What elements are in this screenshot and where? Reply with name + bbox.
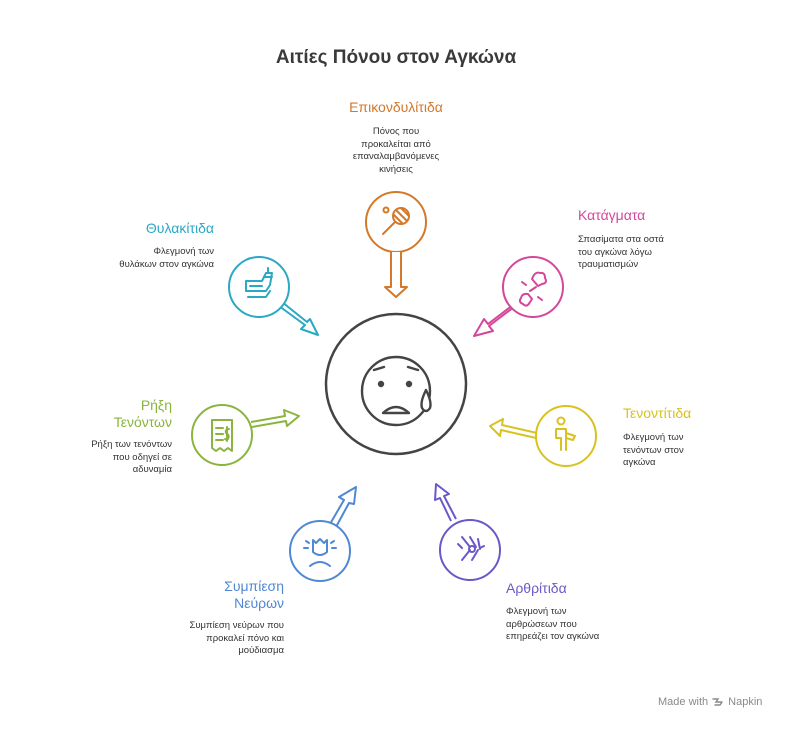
stressed-person-icon (303, 538, 337, 567)
heading-rupture: Ρήξη Τενόντων (113, 397, 172, 430)
cause-node-rupture (191, 404, 300, 466)
desc-line: αγκώνα (623, 457, 656, 468)
heading-epicondylitis: Επικονδυλίτιδα (349, 99, 443, 115)
desc-line: αδυναμία (132, 464, 172, 475)
page-title: Αιτίες Πόνου στον Αγκώνα (275, 47, 517, 68)
desc-line: Φλεγμονή των (153, 246, 214, 257)
elbow-joint-icon (245, 267, 273, 298)
cause-node-arthritis (434, 483, 501, 581)
desc-line: Σπασίματα στα οστά (578, 234, 664, 245)
desc-line: Φλεγμονή των (506, 606, 567, 617)
desc-line: Φλεγμονή των (623, 432, 684, 443)
desc-line: θυλάκων στον αγκώνα (119, 258, 214, 270)
desc-line: τραυματισμών (578, 259, 639, 270)
desc-line: που οδηγεί σε (112, 451, 172, 463)
desc-line: μούδιασμα (238, 645, 284, 656)
heading-fractures: Κατάγματα (578, 207, 646, 223)
desc-epicondylitis: Πόνος που προκαλείται από επαναλαμβανόμε… (316, 126, 476, 176)
napkin-logo-icon (712, 698, 723, 706)
desc-line: του αγκώνα λόγω (578, 246, 652, 258)
desc-fractures: Σπασίματα στα οστά του αγκώνα λόγω τραυμ… (578, 234, 738, 272)
desc-line: αρθρώσεων που (506, 618, 577, 630)
desc-line: προκαλείται από (361, 138, 431, 150)
desc-line: Συμπίεση νεύρων που (189, 620, 284, 631)
napkin-brand: Napkin (728, 696, 763, 708)
desc-tendinitis: Φλεγμονή των τενόντων στον αγκώνα (623, 432, 773, 470)
desc-arthritis: Φλεγμονή των αρθρώσεων που επηρεάζει τον… (506, 606, 666, 644)
desc-line: Ρήξη των τενόντων (91, 439, 172, 450)
desc-nerve: Συμπίεση νεύρων που προκαλεί πόνο και μο… (124, 620, 284, 658)
heading-arthritis: Αρθρίτιδα (506, 580, 567, 596)
arm-pain-icon (555, 416, 576, 451)
receipt-icon (211, 419, 233, 452)
heading-bursitis: Θυλακίτιδα (145, 220, 214, 236)
broken-bone-icon (518, 271, 547, 307)
desc-line: κινήσεις (379, 163, 413, 175)
desc-line: τενόντων στον (623, 444, 684, 456)
cause-node-fractures (473, 256, 564, 337)
desc-line: Πόνος που (372, 126, 420, 137)
cause-node-epicondylitis (365, 191, 427, 298)
desc-line: προκαλεί πόνο και (206, 632, 284, 644)
footer-attribution[interactable]: Made with Napkin (658, 696, 762, 708)
center-circle (324, 312, 468, 456)
heading-tendinitis: Τενοντίτιδα (623, 405, 692, 421)
tennis-racket-icon (382, 206, 410, 235)
desc-line: επαναλαμβανόμενες (352, 151, 440, 162)
cause-node-tendinitis (489, 405, 597, 467)
desc-rupture: Ρήξη των τενόντων που οδηγεί σε αδυναμία (12, 439, 172, 477)
cause-node-nerve (289, 486, 357, 582)
sad-crying-face-icon (360, 355, 432, 427)
desc-bursitis: Φλεγμονή των θυλάκων στον αγκώνα (54, 246, 214, 271)
desc-line: επηρεάζει τον αγκώνα (506, 631, 600, 642)
inflamed-joint-icon (457, 536, 485, 561)
heading-nerve: Συμπίεση Νεύρων (224, 578, 284, 611)
made-with-label: Made with (658, 696, 709, 708)
cause-node-bursitis (228, 256, 319, 336)
